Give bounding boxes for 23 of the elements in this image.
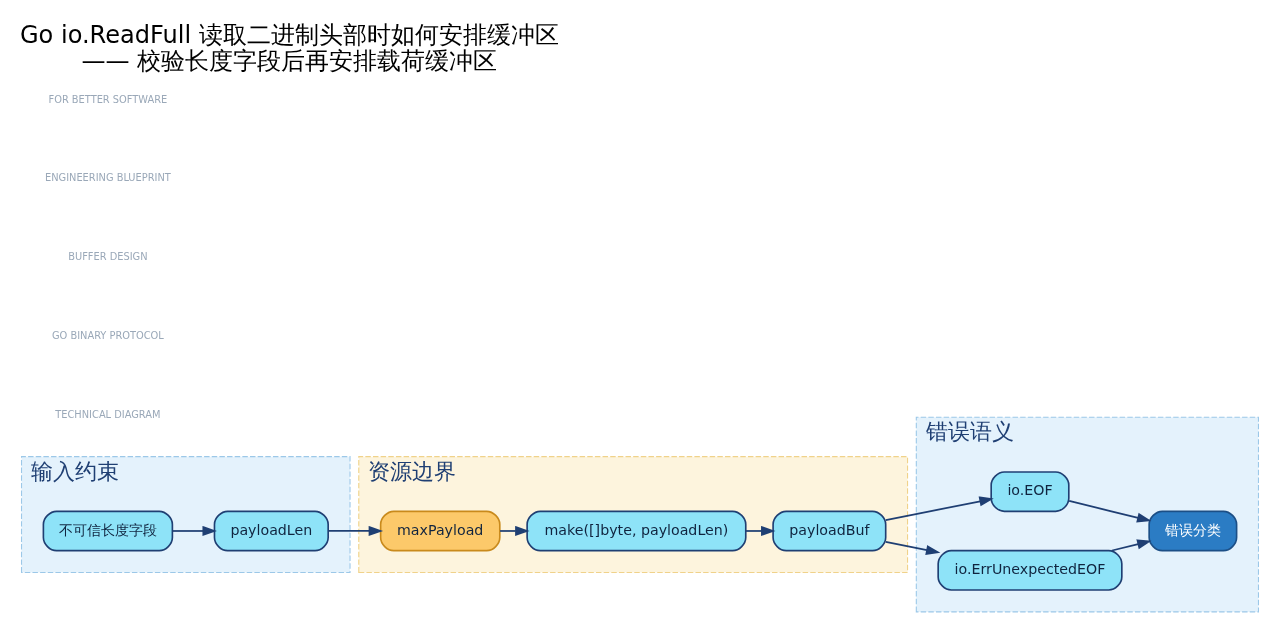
arrow [1068,500,1152,523]
node-box: make([]byte, payloadLen) [526,510,747,552]
node-box: 不可信长度字段 [42,510,174,552]
label: BUFFER DESIGN [68,251,148,263]
node-box: io.EOF [990,471,1070,513]
label: ENGINEERING BLUEPRINT [44,172,171,184]
node-box: payloadBuf [772,510,887,552]
node-box: io.ErrUnexpectedEOF [937,549,1123,591]
diagram-title: Go io.ReadFull 读取二进制头部时如何安排缓冲区 [19,20,559,49]
arrow [884,541,941,555]
arrow [499,525,530,537]
label: TECHNICAL DIAGRAM [55,408,161,420]
label: FOR BETTER SOFTWARE [48,93,168,105]
arrow [745,525,776,537]
arrow [1111,539,1152,552]
arrow [327,525,384,537]
arrow [171,525,217,537]
node-box: payloadLen [213,510,329,552]
caption: —— 校验长度字段后再安排载荷缓冲区 [81,47,498,76]
arrow [884,496,994,521]
node-box: 错误分类 [1148,510,1238,552]
node-box: maxPayload [379,510,501,552]
label: GO BINARY PROTOCOL [51,329,164,341]
